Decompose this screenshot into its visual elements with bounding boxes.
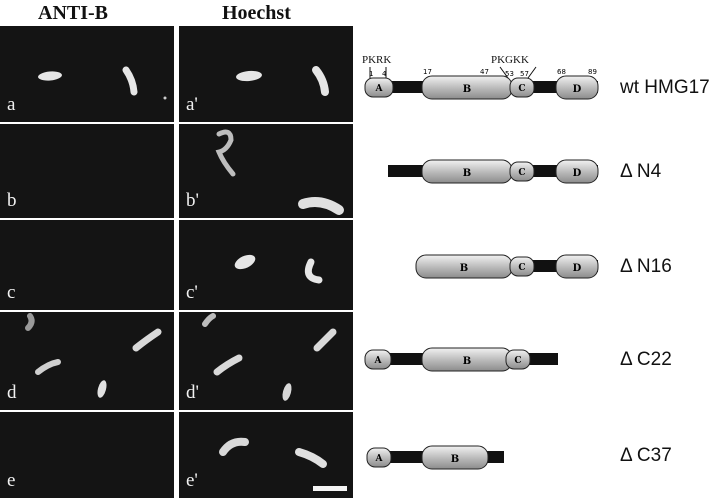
residue-1: 1: [369, 70, 373, 78]
micrograph-panel-c: c: [0, 220, 174, 310]
svg-text:C: C: [518, 263, 525, 273]
construct-delta-n4: B C D: [388, 159, 599, 184]
construct-wt-hmg17: 1 4 17 47 53 57 68 89 A B C D: [364, 66, 599, 100]
svg-text:C: C: [518, 168, 525, 178]
residue-53: 53: [505, 70, 514, 78]
panel-label-c: c: [7, 282, 16, 303]
residue-47: 47: [480, 68, 489, 76]
micrograph-panel-b-prime: b': [179, 124, 353, 218]
construct-label-delta-c22: Δ C22: [620, 349, 672, 370]
panel-label-e: e: [7, 470, 16, 491]
micrograph-panel-a: a: [0, 26, 174, 122]
anti-b-column-header: ANTI-B: [38, 2, 109, 24]
svg-text:B: B: [463, 168, 471, 179]
construct-label-wt-hmg17: wt HMG17: [620, 77, 710, 98]
panel-label-c-prime: c': [186, 282, 198, 303]
panel-label-b-prime: b': [186, 190, 199, 211]
construct-label-delta-n16: Δ N16: [620, 256, 672, 277]
panel-label-e-prime: e': [186, 470, 198, 491]
micrograph-panel-d: d: [0, 312, 174, 410]
domain-b: B: [463, 84, 471, 95]
residue-89: 89: [588, 68, 597, 76]
construct-delta-c37: A B: [366, 445, 504, 470]
construct-delta-c22: A B C: [364, 347, 558, 372]
svg-text:B: B: [463, 356, 471, 367]
site-label-pkgkk: PKGKK: [491, 54, 529, 66]
svg-text:A: A: [375, 454, 384, 464]
svg-text:A: A: [374, 356, 383, 366]
site-label-pkrk: PKRK: [362, 54, 392, 66]
residue-57: 57: [520, 70, 529, 78]
residue-4: 4: [382, 70, 387, 78]
panel-label-d: d: [7, 382, 17, 403]
residue-17: 17: [423, 68, 432, 76]
micrograph-panel-d-prime: d': [179, 312, 353, 410]
svg-text:B: B: [460, 263, 468, 274]
svg-text:D: D: [573, 263, 582, 274]
construct-label-delta-n4: Δ N4: [620, 161, 662, 182]
domain-a: A: [375, 84, 384, 94]
micrograph-panel-a-prime: a': [179, 26, 353, 122]
svg-text:D: D: [573, 168, 582, 179]
micrograph-panel-e-prime: e': [179, 412, 353, 498]
svg-text:C: C: [514, 356, 521, 366]
scale-bar: [313, 486, 347, 491]
micrograph-panel-c-prime: c': [179, 220, 353, 310]
micrograph-panel-e: e: [0, 412, 174, 498]
panel-label-a: a: [7, 94, 16, 115]
residue-68: 68: [557, 68, 566, 76]
svg-text:B: B: [451, 454, 459, 465]
domain-c: C: [518, 84, 525, 94]
panel-label-a-prime: a': [186, 94, 198, 115]
hoechst-column-header: Hoechst: [222, 2, 291, 24]
construct-delta-n16: B C D: [415, 254, 599, 279]
panel-label-b: b: [7, 190, 17, 211]
construct-label-delta-c37: Δ C37: [620, 445, 672, 466]
domain-d: D: [573, 84, 582, 95]
micrograph-panel-b: b: [0, 124, 174, 218]
panel-label-d-prime: d': [186, 382, 199, 403]
